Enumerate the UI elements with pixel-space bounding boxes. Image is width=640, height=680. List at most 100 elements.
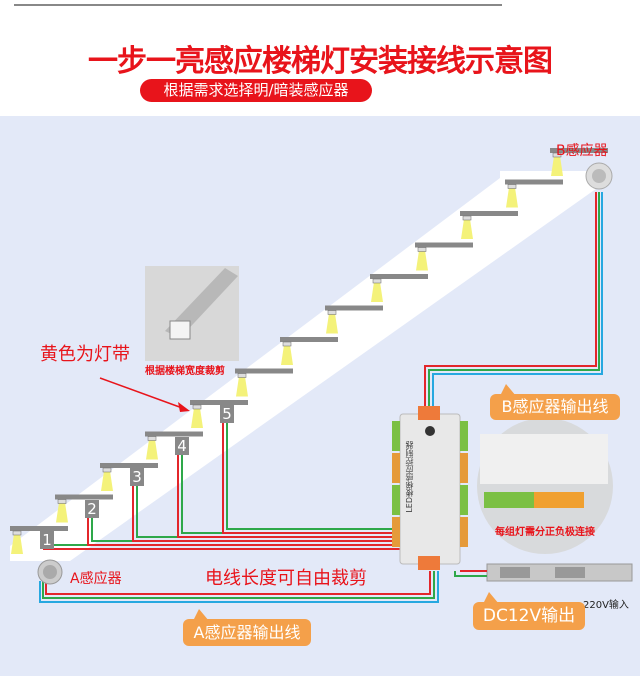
wire-blue [432, 192, 603, 406]
sensor-a-output-bubble: A感应器输出线 [183, 609, 311, 646]
stair-tread [10, 526, 68, 531]
closeup-green-terminals [484, 492, 534, 508]
psu-vent-2 [555, 567, 585, 578]
wire-green [428, 192, 600, 406]
top-divider [14, 4, 502, 6]
sensor-a-icon [37, 559, 63, 585]
terminal-block [460, 453, 468, 483]
led-strip-callout: 黄色为灯带 [40, 344, 130, 365]
closeup-orange-terminals [534, 492, 584, 508]
wire-red [424, 192, 597, 406]
subtitle-badge: 根据需求选择明/暗装感应器 [140, 79, 372, 102]
step-number-3: 3 [130, 468, 144, 486]
led-light-beam [506, 187, 518, 208]
wire-green [42, 571, 435, 599]
led-fixture [372, 278, 382, 284]
led-fixture [12, 530, 22, 536]
stair-tread [415, 242, 473, 248]
led-fixture [417, 247, 427, 252]
controller-top-connector [418, 406, 440, 420]
step-wires [43, 423, 400, 550]
controller-bottom-connector [418, 556, 440, 570]
led-fixture [462, 215, 472, 221]
step-number-5: 5 [220, 405, 234, 423]
sensor-b-label: B感应器 [556, 143, 608, 159]
step-wire [132, 486, 400, 542]
led-light-beam [416, 250, 428, 271]
stair-tread [100, 463, 158, 468]
terminal-block [392, 517, 400, 547]
led-light-beam [281, 345, 293, 365]
controller-logo-icon [425, 426, 435, 436]
led-light-beam [326, 313, 338, 334]
step-wire [181, 454, 400, 534]
stair-tread [280, 337, 338, 342]
led-light-beam [371, 282, 383, 302]
led-light-beam [191, 408, 203, 428]
led-light-beam [236, 376, 248, 397]
stair-steps [10, 148, 608, 554]
led-fixture [57, 499, 67, 504]
sensor-b-icon [585, 162, 613, 190]
stair-tread [55, 494, 113, 500]
terminal-closeup [477, 418, 613, 554]
step-number-2: 2 [85, 499, 99, 518]
dc-output-bubble: DC12V输出 [473, 592, 585, 630]
step-wire [87, 517, 400, 546]
step-number-1: 1 [40, 531, 54, 549]
led-fixture [102, 467, 112, 473]
stair-tread [145, 431, 203, 437]
wire-blue [39, 571, 439, 603]
stair-tread [460, 211, 518, 216]
stair-tread [235, 368, 293, 374]
step-number-4: 4 [175, 436, 189, 455]
led-light-beam [146, 439, 158, 460]
controller-label: LED楼梯感应控制器 [405, 441, 414, 513]
led-light-beam [56, 502, 68, 523]
psu-vent-1 [500, 567, 530, 578]
diagram-panel: 1 2 3 4 5 LED楼梯感应控制器 B感应器 A感应器 黄色为灯带 根据楼梯宽度裁… [0, 116, 640, 676]
led-fixture [147, 436, 157, 441]
terminal-block [460, 485, 468, 515]
stair-tread [370, 274, 428, 279]
callout-arrowhead [178, 402, 190, 412]
ac-input-label: 220V输入 [583, 600, 629, 611]
led-fixture [192, 404, 202, 410]
stair-tread [325, 305, 383, 311]
sensor-a-label: A感应器 [70, 571, 122, 587]
led-fixture [237, 373, 247, 378]
power-supply [454, 563, 633, 582]
sensor-b-output-bubble: B感应器输出线 [490, 384, 620, 420]
led-fixture [507, 184, 517, 189]
wiring-diagram [10, 148, 633, 603]
step-wire [226, 423, 400, 530]
led-fixture [282, 341, 292, 347]
terminal-block [392, 485, 400, 515]
stair-tread [190, 400, 248, 405]
sensor-b-wires [424, 192, 603, 406]
controller-unit [392, 406, 468, 570]
profile-caption: 根据楼梯宽度裁剪 [145, 366, 225, 377]
led-light-beam [11, 534, 23, 554]
led-light-beam [101, 471, 113, 491]
stair-tread [505, 179, 563, 185]
wire-red [45, 571, 431, 595]
step-wire [177, 454, 400, 538]
staircase-fill [40, 172, 600, 561]
led-light-beam [461, 219, 473, 239]
terminal-block [460, 517, 468, 547]
stair-tread [550, 148, 608, 153]
closeup-label-area [480, 434, 608, 484]
terminal-block [392, 421, 400, 451]
sensor-a-wires [39, 571, 439, 603]
terminal-block [460, 421, 468, 451]
terminal-block [392, 453, 400, 483]
wire-length-note: 电线长度可自由裁剪 [205, 568, 367, 589]
psu-wire-green [454, 571, 487, 577]
page-title: 一步一亮感应楼梯灯安装接线示意图 [88, 44, 553, 79]
led-profile-photo [145, 266, 239, 361]
led-light-beam [551, 156, 563, 176]
step-wire [222, 423, 400, 534]
led-fixture [552, 152, 562, 158]
led-fixture [327, 310, 337, 315]
